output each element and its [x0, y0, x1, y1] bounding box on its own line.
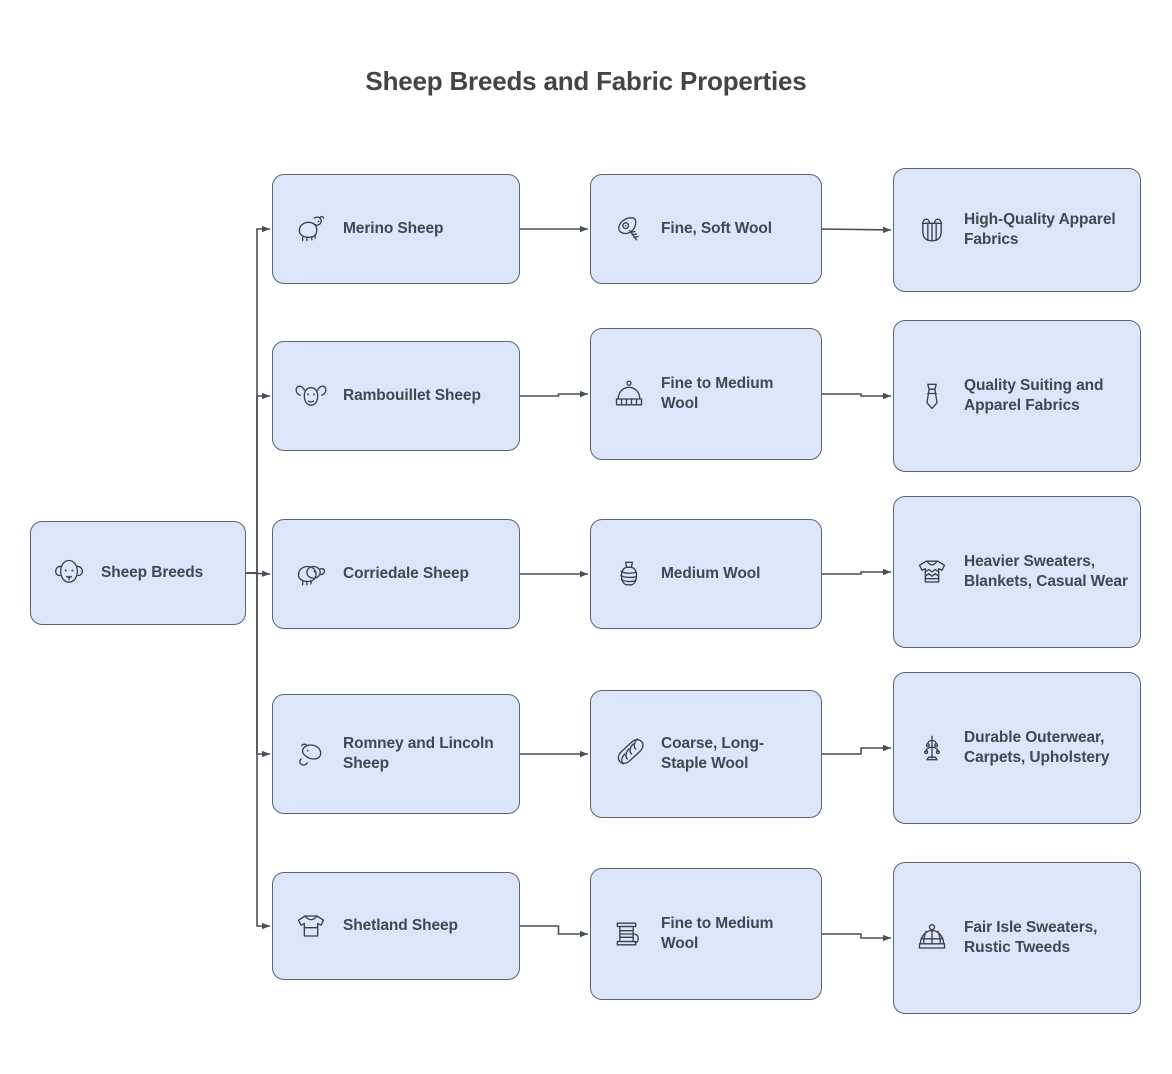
edge-rambouillet-to-wool-fine-med-1 [520, 390, 588, 398]
feather-icon [609, 209, 649, 249]
edge-root-to-romney [246, 572, 270, 758]
edge-root-to-merino [246, 225, 270, 574]
beanie-hat-icon [609, 374, 649, 414]
sheep-grazing-icon [291, 734, 331, 774]
node-fab-fairisle[interactable]: Fair Isle Sweaters, Rustic Tweeds [893, 862, 1141, 1014]
edge-wool-fine-med-2-to-fab-fairisle [822, 933, 891, 942]
edge-wool-medium-to-fab-sweaters [822, 568, 891, 576]
yarn-spool-icon [609, 554, 649, 594]
sweater-knit-icon [912, 552, 952, 592]
node-label: Fair Isle Sweaters, Rustic Tweeds [964, 919, 1098, 956]
coat-rack-icon [912, 728, 952, 768]
node-label: Sheep Breeds [101, 564, 204, 582]
node-label: Heavier Sweaters, Blankets, Casual Wear [964, 553, 1128, 590]
wool-roving-icon [609, 734, 649, 774]
node-label: Shetland Sheep [343, 917, 458, 935]
node-label: Quality Suiting and Apparel Fabrics [964, 377, 1104, 414]
node-fab-outerwear[interactable]: Durable Outerwear, Carpets, Upholstery [893, 672, 1141, 824]
node-root-sheep-breeds[interactable]: Sheep Breeds [30, 521, 246, 625]
corset-icon [912, 210, 952, 250]
sheep-side-icon [291, 209, 331, 249]
edge-wool-coarse-to-fab-outerwear [822, 744, 891, 755]
edge-wool-fine-to-fab-apparel [821, 226, 892, 234]
node-shetland[interactable]: Shetland Sheep [272, 872, 520, 980]
edge-shetland-to-wool-fine-med-2 [520, 925, 588, 938]
node-wool-fine[interactable]: Fine, Soft Wool [590, 174, 822, 284]
node-label: Medium Wool [661, 565, 761, 583]
node-label: Corriedale Sheep [343, 565, 469, 583]
node-fab-sweaters[interactable]: Heavier Sweaters, Blankets, Casual Wear [893, 496, 1141, 648]
sweater-icon [291, 906, 331, 946]
necktie-icon [912, 376, 952, 416]
node-rambouillet[interactable]: Rambouillet Sheep [272, 341, 520, 451]
node-label: Coarse, Long-Staple Wool [661, 735, 764, 772]
node-label: Romney and Lincoln Sheep [343, 735, 494, 772]
node-fab-suiting[interactable]: Quality Suiting and Apparel Fabrics [893, 320, 1141, 472]
edge-wool-fine-med-1-to-fab-suiting [822, 392, 891, 400]
node-wool-fine-med-1[interactable]: Fine to Medium Wool [590, 328, 822, 460]
page-title: Sheep Breeds and Fabric Properties [365, 66, 807, 96]
node-label: Merino Sheep [343, 220, 444, 238]
ram-head-icon [291, 376, 331, 416]
edge-root-to-shetland [246, 572, 270, 930]
thread-spool-icon [609, 914, 649, 954]
node-corriedale[interactable]: Corriedale Sheep [272, 519, 520, 629]
node-wool-fine-med-2[interactable]: Fine to Medium Wool [590, 868, 822, 1000]
node-label: Durable Outerwear, Carpets, Upholstery [964, 729, 1110, 766]
node-wool-medium[interactable]: Medium Wool [590, 519, 822, 629]
knit-hat-icon [912, 918, 952, 958]
node-label: Fine to Medium Wool [661, 915, 774, 952]
sheep-head-icon [291, 554, 331, 594]
node-merino[interactable]: Merino Sheep [272, 174, 520, 284]
node-fab-apparel[interactable]: High-Quality Apparel Fabrics [893, 168, 1141, 292]
node-wool-coarse[interactable]: Coarse, Long-Staple Wool [590, 690, 822, 818]
node-label: Fine to Medium Wool [661, 375, 774, 412]
node-romney[interactable]: Romney and Lincoln Sheep [272, 694, 520, 814]
node-label: High-Quality Apparel Fabrics [964, 211, 1116, 248]
node-label: Rambouillet Sheep [343, 387, 481, 405]
edge-root-to-corriedale [245, 570, 271, 577]
edge-root-to-rambouillet [246, 392, 270, 574]
sheep-face-icon [49, 553, 89, 593]
node-label: Fine, Soft Wool [661, 220, 773, 238]
